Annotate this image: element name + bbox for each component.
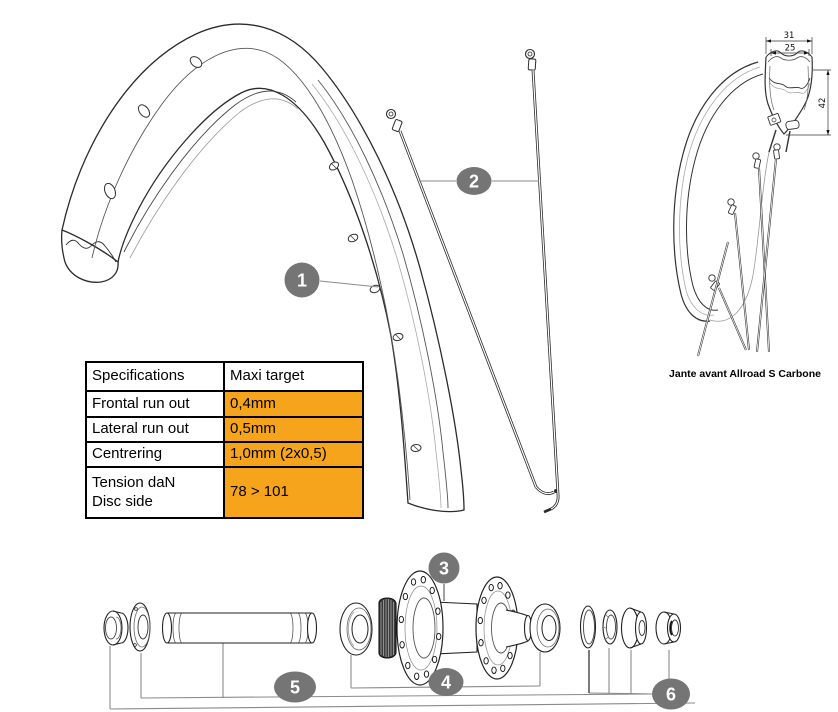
spec-label-tension-line1: Tension daN <box>92 473 176 491</box>
rim-spoke-holes <box>103 56 422 453</box>
spec-table-header-row: Specifications Maxi target <box>85 360 364 393</box>
spec-value-centrering: 1,0mm (2x0,5) <box>223 440 364 469</box>
hub-exploded-drawing <box>103 570 696 710</box>
callout-5: 5 <box>274 671 316 703</box>
callout-3-number: 3 <box>439 559 449 579</box>
callout-4-number: 4 <box>441 673 451 693</box>
axle <box>161 612 318 644</box>
wave-washer <box>602 609 618 645</box>
table-row: Lateral run out 0,5mm <box>85 415 364 444</box>
dimension-depth: 42 <box>786 69 831 136</box>
spec-value-lateral-run-out: 0,5mm <box>223 415 364 444</box>
dimension-outer-width: 31 <box>765 31 813 54</box>
dim-42-text: 42 <box>818 98 828 109</box>
axle-end-cap-right <box>655 611 682 645</box>
spec-label-tension: Tension daN Disc side <box>85 466 225 519</box>
spec-value-frontal-run-out: 0,4mm <box>223 390 364 418</box>
spec-label-tension-line2: Disc side <box>92 492 153 510</box>
rim-valve-hole <box>103 182 117 200</box>
spec-table: Specifications Maxi target Frontal run o… <box>85 360 364 519</box>
rim-outline <box>61 23 465 513</box>
callout-4: 4 <box>428 668 464 696</box>
table-row: Frontal run out 0,4mm <box>85 390 364 418</box>
bearing-left <box>339 602 373 656</box>
callout-6-number: 6 <box>666 685 676 705</box>
callout-2: 2 <box>456 167 492 195</box>
spoke-with-nipple-straight <box>524 48 560 514</box>
spokes-drawing <box>385 48 560 514</box>
spec-value-tension: 78 > 101 <box>223 466 364 519</box>
front-rim-drawing <box>60 23 465 513</box>
cross-section-caption: Jante avant Allroad S Carbone <box>669 368 821 380</box>
spec-header-maxi-target: Maxi target <box>223 360 364 393</box>
table-row: Tension daN Disc side 78 > 101 <box>85 466 364 519</box>
callout-1: 1 <box>284 262 320 298</box>
disc-spline-ring <box>378 597 397 659</box>
spec-header-specifications: Specifications <box>85 360 225 393</box>
leader-lines <box>109 584 696 710</box>
spec-label-lateral-run-out: Lateral run out <box>85 415 225 444</box>
callout-1-number: 1 <box>297 271 307 291</box>
hub-flange-holes-left <box>398 576 442 680</box>
axle-end-cap-left <box>103 610 129 646</box>
cross-section-spokes <box>697 143 781 357</box>
bearing-right <box>529 603 561 653</box>
dimension-inner-width: 25 <box>770 44 810 56</box>
rim-cut-wave <box>65 239 117 263</box>
spec-label-frontal-run-out: Frontal run out <box>85 390 225 418</box>
callout-5-number: 5 <box>290 678 300 698</box>
dim-25-text: 25 <box>785 44 796 54</box>
callout-6: 6 <box>652 678 690 710</box>
hub-body <box>396 570 533 686</box>
rim-cut-face <box>60 229 119 283</box>
thin-washer <box>579 605 597 649</box>
dim-31-text: 31 <box>784 31 795 41</box>
cone-nut <box>620 607 648 649</box>
table-row: Centrering 1,0mm (2x0,5) <box>85 440 364 469</box>
callout-3: 3 <box>428 552 460 584</box>
washer-seal-left <box>129 602 151 652</box>
callout-2-number: 2 <box>469 172 479 192</box>
rim-cross-section-drawing: 31 25 42 <box>669 31 831 380</box>
callouts: 1 2 3 4 5 6 <box>274 167 690 710</box>
spoke-with-nipple-diagonal <box>385 108 558 496</box>
spec-label-centrering: Centrering <box>85 440 225 469</box>
